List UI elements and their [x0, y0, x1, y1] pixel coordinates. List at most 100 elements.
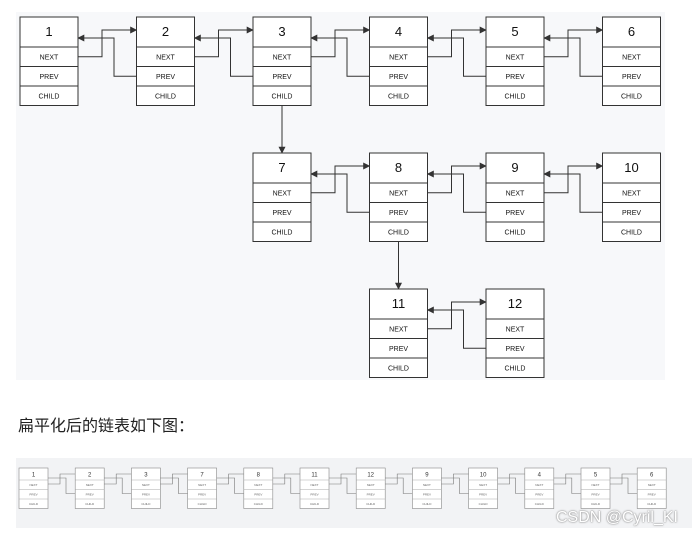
flat-prev-pointer: [385, 477, 413, 494]
flat-field-child: CHILD: [591, 502, 601, 506]
flat-field-prev: PREV: [254, 493, 262, 497]
flat-next-pointer: [48, 473, 76, 485]
flat-field-prev: PREV: [479, 493, 487, 497]
flat-node-box: [187, 467, 217, 509]
flat-field-next: NEXT: [367, 483, 375, 487]
field-prev: PREV: [389, 346, 408, 353]
flat-next-pointer: [272, 473, 300, 485]
flat-node-title: 7: [200, 473, 204, 479]
prev-pointer: [77, 34, 137, 77]
field-child: CHILD: [504, 230, 525, 237]
prev-pointer: [310, 170, 370, 213]
field-prev: PREV: [505, 74, 524, 81]
prev-pointer: [193, 34, 253, 77]
flat-field-next: NEXT: [142, 483, 150, 487]
flat-field-prev: PREV: [367, 493, 375, 497]
flattened-list-diagram: 1NEXTPREVCHILD2NEXTPREVCHILD3NEXTPREVCHI…: [18, 467, 667, 509]
flat-field-child: CHILD: [141, 502, 151, 506]
node-title: 11: [392, 296, 406, 311]
next-pointer: [311, 162, 371, 194]
node-box: [252, 152, 312, 242]
node-title: 2: [162, 24, 169, 39]
flat-node-title: 11: [311, 473, 318, 479]
node-box: [252, 16, 312, 106]
caption-text: 扁平化后的链表如下图：: [18, 418, 195, 435]
next-pointer: [78, 26, 138, 58]
node-title: 4: [395, 24, 402, 39]
flat-field-prev: PREV: [29, 493, 37, 497]
flat-field-child: CHILD: [366, 502, 376, 506]
flat-field-next: NEXT: [310, 483, 318, 487]
field-prev: PREV: [622, 74, 641, 81]
flat-node-box: [18, 467, 49, 509]
next-pointer: [427, 26, 487, 58]
node-title: 6: [628, 24, 635, 39]
node-title: 3: [278, 24, 285, 39]
prev-pointer: [426, 170, 486, 213]
flat-field-next: NEXT: [479, 483, 487, 487]
flat-field-next: NEXT: [254, 483, 262, 487]
flat-node-box: [355, 467, 386, 509]
flat-next-pointer: [216, 473, 244, 485]
flat-field-prev: PREV: [648, 493, 656, 497]
flat-field-child: CHILD: [310, 502, 320, 506]
field-next: NEXT: [506, 327, 525, 334]
field-next: NEXT: [389, 327, 408, 334]
flat-node-title: 4: [538, 473, 542, 479]
flat-node-title: 9: [425, 473, 429, 479]
flat-prev-pointer: [48, 477, 76, 494]
watermark: CSDN @Cyril_KI: [555, 509, 678, 526]
field-prev: PREV: [272, 210, 291, 217]
flat-prev-pointer: [441, 477, 469, 494]
field-next: NEXT: [622, 55, 641, 62]
flat-field-child: CHILD: [422, 502, 432, 506]
field-next: NEXT: [156, 55, 175, 62]
field-next: NEXT: [622, 191, 641, 198]
flat-prev-pointer: [272, 477, 300, 494]
flat-node-title: 5: [594, 473, 598, 479]
flat-prev-pointer: [160, 477, 188, 494]
flat-next-pointer: [160, 473, 188, 485]
node-box: [602, 16, 661, 106]
node-title: 1: [45, 24, 52, 39]
field-next: NEXT: [389, 191, 408, 198]
node-title: 7: [278, 160, 285, 175]
next-pointer: [427, 162, 487, 194]
prev-pointer: [426, 34, 486, 77]
flat-next-pointer: [441, 473, 469, 485]
field-prev: PREV: [156, 74, 175, 81]
node-box: [369, 152, 428, 242]
field-next: NEXT: [273, 191, 292, 198]
flat-field-prev: PREV: [535, 493, 543, 497]
field-child: CHILD: [271, 230, 292, 237]
node-box: [369, 16, 428, 106]
flat-node-box: [524, 467, 555, 509]
flat-field-child: CHILD: [198, 502, 208, 506]
flat-node-title: 6: [650, 473, 654, 479]
flat-field-next: NEXT: [198, 483, 206, 487]
prev-pointer: [543, 170, 603, 213]
node-title: 5: [511, 24, 518, 39]
node-box: [485, 288, 545, 378]
flat-prev-pointer: [610, 477, 638, 494]
flat-node-box: [131, 467, 161, 509]
flat-next-pointer: [497, 473, 525, 485]
